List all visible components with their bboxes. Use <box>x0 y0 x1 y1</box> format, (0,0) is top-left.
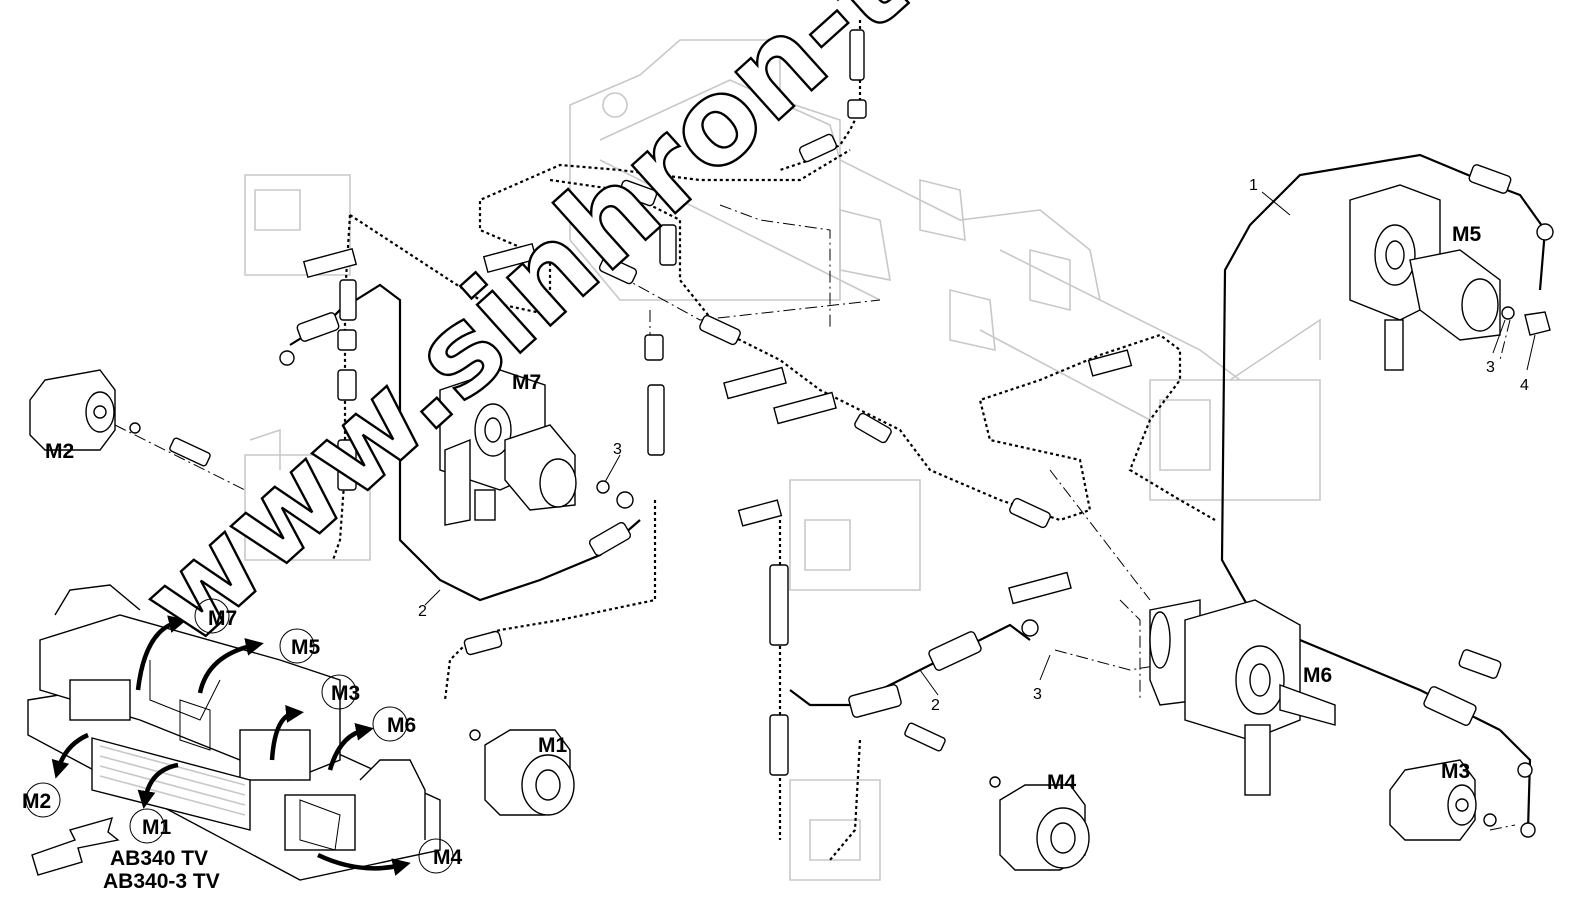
callout-circles <box>25 598 454 874</box>
part-number-1: 1 <box>1249 177 1258 194</box>
model-line-1: AB340 TV <box>110 847 208 870</box>
part-number-3-m5: 3 <box>1486 359 1495 376</box>
hoses <box>289 20 1547 861</box>
label-m2: M2 <box>45 440 74 463</box>
motor-m5 <box>1349 184 1551 371</box>
motor-m3 <box>1389 759 1497 841</box>
label-m3: M3 <box>1441 760 1470 783</box>
callout-m3: M3 <box>331 682 360 705</box>
part-number-4: 4 <box>1520 377 1529 394</box>
motor-m1 <box>469 729 575 816</box>
part-number-3-m4: 3 <box>1033 686 1042 703</box>
machine-overview <box>27 584 441 881</box>
part-number-2-left: 2 <box>418 603 427 620</box>
motor-m6 <box>1149 599 1336 796</box>
callout-m1: M1 <box>142 816 171 839</box>
part-number-3-m7: 3 <box>613 441 622 458</box>
clamps <box>302 242 1133 605</box>
callout-m7: M7 <box>208 607 237 630</box>
motor-m7 <box>439 369 610 526</box>
part-number-2-right: 2 <box>931 697 940 714</box>
label-m1: M1 <box>538 734 567 757</box>
fittings <box>169 29 1554 838</box>
label-m4: M4 <box>1047 771 1076 794</box>
frame-background <box>244 39 1321 881</box>
label-m6: M6 <box>1303 664 1332 687</box>
model-line-2: AB340-3 TV <box>103 870 220 893</box>
label-m7: M7 <box>512 371 541 394</box>
callout-m2: M2 <box>22 790 51 813</box>
callout-m6: M6 <box>387 714 416 737</box>
callout-m5: M5 <box>291 636 320 659</box>
label-m5: M5 <box>1452 223 1481 246</box>
motor-m4 <box>989 776 1090 871</box>
centerlines <box>114 204 1516 831</box>
callout-m4: M4 <box>433 846 462 869</box>
motor-m2 <box>29 369 141 451</box>
leader-lines <box>424 191 1536 696</box>
